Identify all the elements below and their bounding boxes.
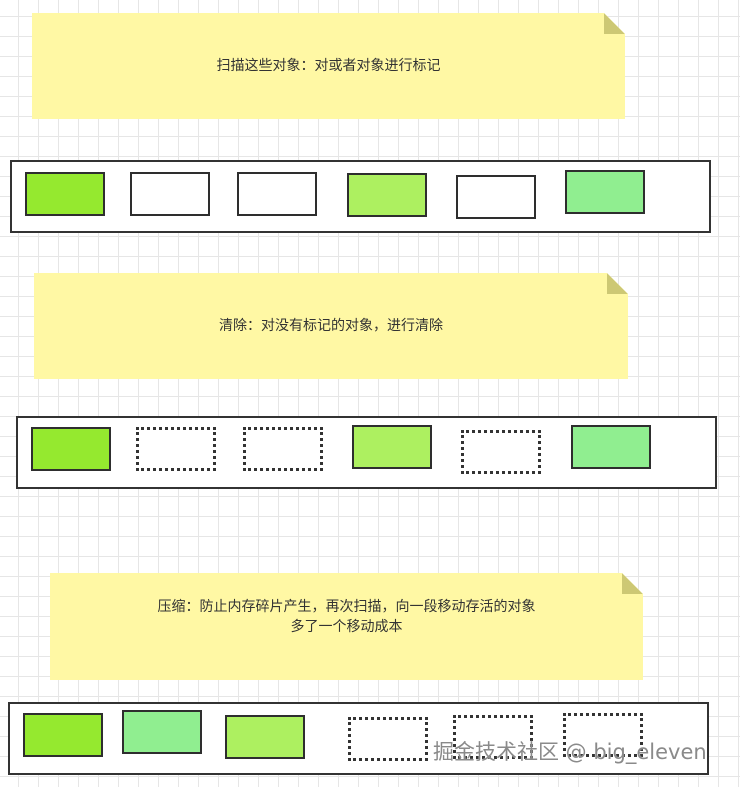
object-free <box>348 717 428 761</box>
note-compact-text: 压缩：防止内存碎片产生，再次扫描，向一段移动存活的对象 多了一个移动成本 <box>157 598 536 635</box>
object-unmarked <box>456 175 536 219</box>
object-free <box>453 715 533 759</box>
object-unmarked <box>237 172 317 216</box>
note-mark-text: 扫描这些对象：对或者对象进行标记 <box>216 58 441 74</box>
note-fold-corner <box>607 273 628 294</box>
watermark: 掘金技术社区 @ big_eleven <box>433 740 707 764</box>
object-marked <box>565 170 645 214</box>
object-free <box>563 713 643 757</box>
object-marked <box>347 173 427 217</box>
object-live <box>122 710 202 754</box>
object-freed <box>461 430 541 474</box>
object-freed <box>136 427 216 471</box>
note-sweep: 清除：对没有标记的对象，进行清除 <box>34 273 628 379</box>
note-fold-corner <box>604 13 625 34</box>
note-sweep-text: 清除：对没有标记的对象，进行清除 <box>219 318 443 334</box>
object-marked <box>25 172 105 216</box>
note-compact: 压缩：防止内存碎片产生，再次扫描，向一段移动存活的对象 多了一个移动成本 <box>50 573 643 680</box>
note-mark: 扫描这些对象：对或者对象进行标记 <box>32 13 625 119</box>
object-live <box>23 713 103 757</box>
object-live <box>352 425 432 469</box>
note-fold-corner <box>622 573 643 594</box>
object-freed <box>243 427 323 471</box>
object-live <box>31 427 111 471</box>
object-unmarked <box>130 172 210 216</box>
object-live <box>225 715 305 759</box>
object-live <box>571 425 651 469</box>
